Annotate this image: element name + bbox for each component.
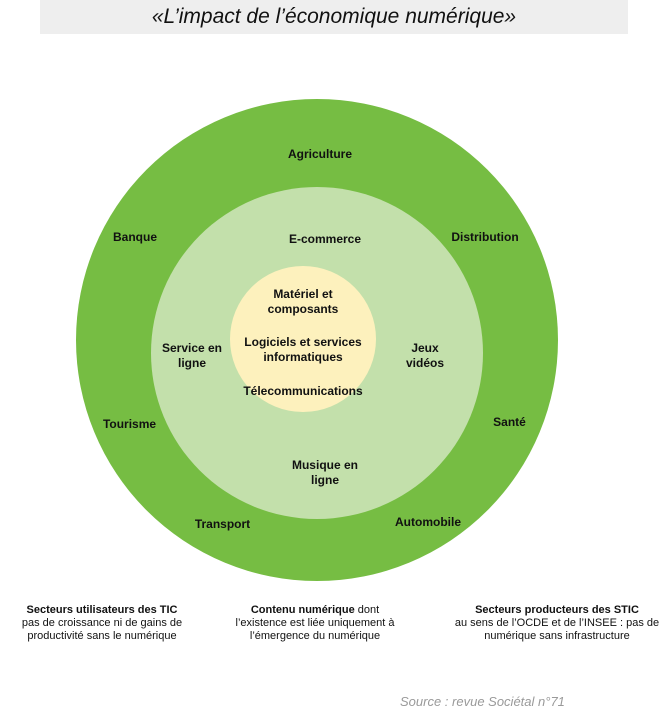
label-logiciels-services: Logiciels et services informatiques bbox=[244, 335, 362, 364]
label-tourisme: Tourisme bbox=[102, 417, 157, 431]
caption-left-text: pas de croissance ni de gains de product… bbox=[21, 617, 183, 642]
label-agriculture: Agriculture bbox=[287, 147, 352, 161]
label-materiel-composants: Matériel et composants bbox=[267, 287, 339, 316]
core-circle bbox=[230, 266, 376, 412]
title-banner bbox=[40, 0, 628, 34]
caption-secteurs-producteurs: Secteurs producteurs des STIC au sens de… bbox=[452, 604, 662, 643]
label-banque: Banque bbox=[112, 230, 157, 244]
caption-contenu-numerique: Contenu numérique dont l’existence est l… bbox=[230, 604, 400, 643]
caption-center-text: dont l’existence est liée uniquement à l… bbox=[235, 604, 395, 642]
caption-secteurs-utilisateurs: Secteurs utilisateurs des TIC pas de cro… bbox=[2, 604, 202, 643]
caption-right-text: au sens de l’OCDE et de l’INSEE : pas de… bbox=[454, 617, 660, 642]
label-sante: Santé bbox=[493, 415, 526, 429]
page-title: «L’impact de l’économique numérique» bbox=[151, 5, 517, 28]
label-jeux-videos: Jeux vidéos bbox=[405, 341, 444, 370]
source-note: Source : revue Sociétal n°71 bbox=[400, 694, 565, 709]
caption-center-title: Contenu numérique bbox=[250, 604, 355, 616]
label-telecommunications: Télecommunications bbox=[243, 384, 363, 398]
label-distribution: Distribution bbox=[451, 230, 519, 244]
caption-left-title: Secteurs utilisateurs des TIC bbox=[26, 604, 178, 616]
label-automobile: Automobile bbox=[395, 515, 461, 529]
label-ecommerce: E-commerce bbox=[288, 232, 362, 246]
label-transport: Transport bbox=[194, 517, 251, 531]
label-service-en-ligne: Service en ligne bbox=[161, 341, 223, 370]
concentric-circles-diagram bbox=[76, 99, 558, 581]
caption-right-title: Secteurs producteurs des STIC bbox=[475, 604, 639, 616]
label-musique-en-ligne: Musique en ligne bbox=[291, 458, 358, 487]
